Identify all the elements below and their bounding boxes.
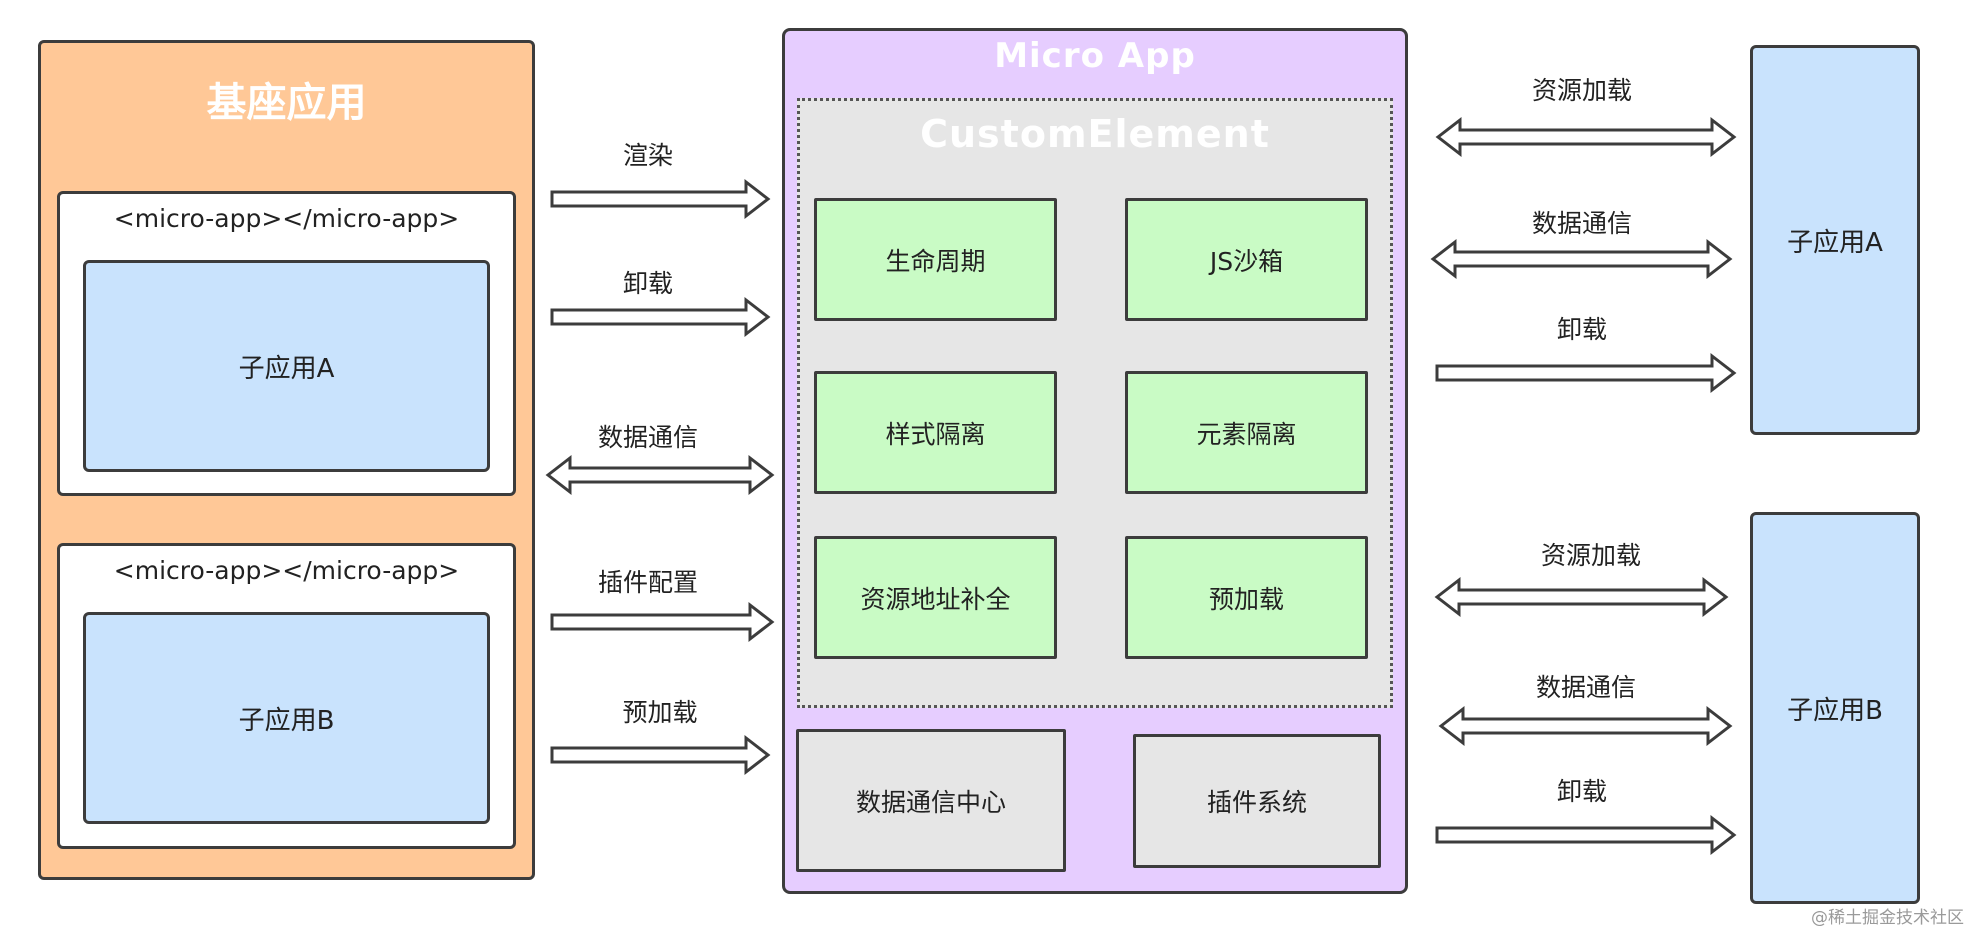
child-app-a-label: 子应用A — [1787, 227, 1883, 258]
feature-resource-url-completion: 资源地址补全 — [814, 536, 1057, 659]
arrow-resource-loading-b — [1434, 576, 1729, 618]
feature-element-isolation: 元素隔离 — [1125, 371, 1368, 494]
arrow-plugin-config — [550, 601, 775, 643]
arrow-label-data-communication: 数据通信 — [597, 423, 699, 452]
arrow-label-unmount: 卸载 — [622, 269, 674, 298]
arrow-unmount — [550, 296, 771, 338]
arrow-data-communication — [545, 454, 775, 496]
custom-element-title: CustomElement — [920, 112, 1270, 156]
micro-app-slot-b: <micro-app></micro-app> 子应用B — [57, 543, 516, 849]
watermark: @稀土掘金技术社区 — [1811, 908, 1964, 928]
host-child-app-b-label: 子应用B — [238, 705, 335, 736]
arrow-label-render: 渲染 — [622, 141, 674, 170]
plugin-system: 插件系统 — [1133, 734, 1381, 868]
core-label: 插件系统 — [1206, 788, 1307, 817]
arrow-data-communication-a — [1430, 238, 1733, 280]
arrow-render — [550, 178, 771, 220]
arrow-preload — [550, 734, 771, 776]
arrow-label-data-communication-b: 数据通信 — [1535, 673, 1637, 702]
host-child-app-a-label: 子应用A — [238, 353, 335, 384]
arrow-label-resource-loading-a: 资源加载 — [1531, 76, 1633, 105]
arrow-resource-loading-a — [1435, 116, 1737, 158]
arrow-label-preload: 预加载 — [622, 698, 698, 727]
feature-lifecycle: 生命周期 — [814, 198, 1057, 321]
core-label: 数据通信中心 — [855, 787, 1006, 817]
micro-app-tag-label: <micro-app></micro-app> — [113, 556, 460, 585]
feature-label: 样式隔离 — [885, 419, 986, 449]
feature-style-isolation: 样式隔离 — [814, 371, 1057, 494]
arrow-unmount-b — [1435, 814, 1737, 856]
micro-app-title: Micro App — [994, 36, 1196, 76]
feature-label: 资源地址补全 — [860, 584, 1011, 614]
feature-label: 元素隔离 — [1196, 419, 1297, 449]
micro-app-slot-a: <micro-app></micro-app> 子应用A — [57, 191, 516, 496]
arrow-label-plugin-config: 插件配置 — [597, 568, 699, 597]
feature-label: 预加载 — [1208, 584, 1284, 614]
child-app-b-label: 子应用B — [1787, 695, 1883, 726]
data-communication-center: 数据通信中心 — [796, 729, 1066, 872]
arrow-label-data-communication-a: 数据通信 — [1531, 209, 1633, 238]
micro-app-tag-label: <micro-app></micro-app> — [113, 204, 460, 233]
host-child-app-b: 子应用B — [83, 612, 490, 824]
host-child-app-a: 子应用A — [83, 260, 490, 472]
feature-label: JS沙箱 — [1209, 246, 1284, 276]
arrow-data-communication-b — [1438, 705, 1733, 747]
arrow-label-unmount-a: 卸载 — [1556, 315, 1608, 344]
host-app-title: 基座应用 — [206, 80, 367, 126]
feature-preload: 预加载 — [1125, 536, 1368, 659]
arrow-unmount-a — [1435, 352, 1737, 394]
feature-js-sandbox: JS沙箱 — [1125, 198, 1368, 321]
feature-label: 生命周期 — [885, 246, 986, 276]
child-app-a: 子应用A — [1750, 45, 1920, 435]
arrow-label-unmount-b: 卸载 — [1556, 777, 1608, 806]
child-app-b: 子应用B — [1750, 512, 1920, 904]
arrow-label-resource-loading-b: 资源加载 — [1540, 541, 1642, 570]
